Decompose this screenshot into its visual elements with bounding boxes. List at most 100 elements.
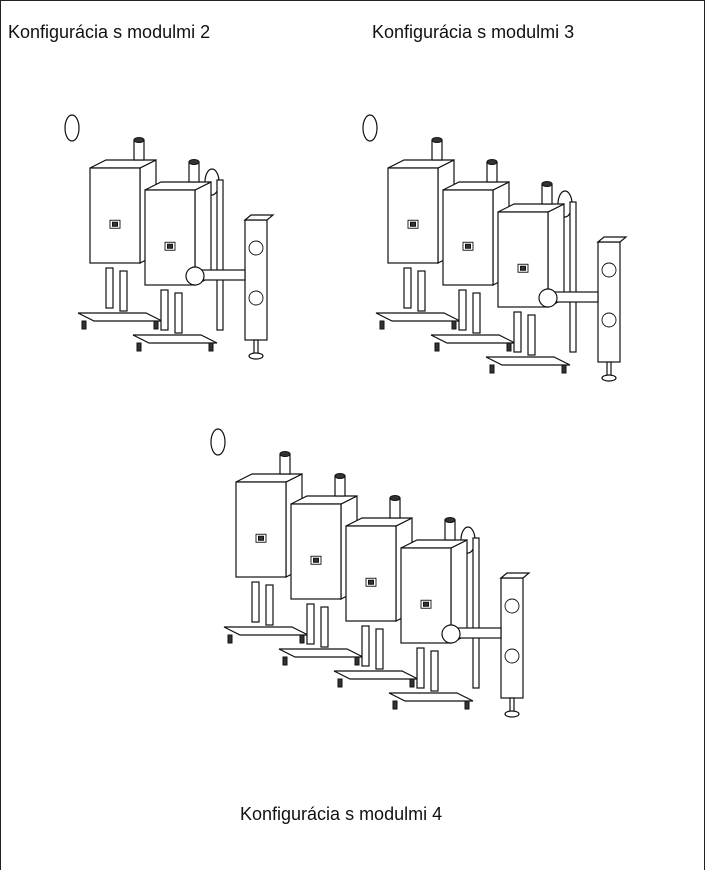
boiler-display-inner — [112, 221, 118, 227]
frame-foot — [153, 320, 159, 330]
connection-pipe — [306, 603, 315, 645]
boiler-display — [310, 555, 322, 565]
frame-foot — [489, 364, 495, 374]
connection-pipe — [265, 584, 274, 626]
connection-pipe — [417, 270, 426, 312]
frame-foot — [299, 634, 305, 644]
boiler-display — [407, 219, 419, 229]
support-post — [472, 537, 480, 689]
flue-pipe-end-left — [64, 114, 80, 142]
cascade-3-svg — [362, 114, 628, 382]
separator-port — [601, 312, 617, 328]
separator-port — [248, 240, 264, 256]
hydraulic-separator — [500, 577, 524, 699]
frame-foot — [337, 678, 343, 688]
flue-collar-top — [444, 517, 456, 523]
base-frame — [375, 312, 461, 322]
frame-foot — [136, 342, 142, 352]
connection-pipe — [251, 581, 260, 623]
flue-pipe-end-left — [210, 428, 226, 456]
cascade-4-svg — [210, 428, 531, 718]
connection-pipe — [320, 606, 329, 648]
separator-foot — [248, 352, 264, 360]
connection-pipe — [403, 267, 412, 309]
boiler-display — [462, 241, 474, 251]
connection-pipe — [416, 647, 425, 689]
boiler-display-inner — [423, 601, 429, 607]
boiler-cascade-4-modules-drawing — [208, 422, 578, 807]
base-frame — [388, 692, 474, 702]
base-frame — [485, 356, 571, 366]
boiler-display — [420, 599, 432, 609]
frame-foot — [464, 700, 470, 710]
separator-foot — [504, 710, 520, 718]
pump — [441, 624, 461, 644]
connection-pipe — [513, 311, 522, 353]
connection-pipe — [527, 314, 536, 356]
base-frame — [278, 648, 364, 658]
separator-top — [499, 572, 531, 579]
caption-four-modules: Konfigurácia s modulmi 4 — [240, 804, 443, 824]
frame-foot — [354, 656, 360, 666]
flue-collar-top — [389, 495, 401, 501]
base-frame — [132, 334, 218, 344]
base-frame — [223, 626, 309, 636]
separator-leg — [606, 361, 612, 377]
flue-collar-top — [188, 159, 200, 165]
boiler-front — [345, 525, 397, 622]
boiler-display-inner — [258, 535, 264, 541]
frame-foot — [451, 320, 457, 330]
flue-collar-top — [133, 137, 145, 143]
boiler-front — [235, 481, 287, 578]
boiler-display — [365, 577, 377, 587]
connection-pipe — [458, 289, 467, 331]
connection-pipe — [472, 292, 481, 334]
separator-top — [596, 236, 628, 243]
connection-pipe — [119, 270, 128, 312]
separator-port — [504, 598, 520, 614]
boiler-display-inner — [410, 221, 416, 227]
boiler-front — [400, 547, 452, 644]
separator-top — [243, 214, 275, 221]
boiler-display — [109, 219, 121, 229]
boiler-display — [164, 241, 176, 251]
support-post — [569, 201, 577, 353]
frame-foot — [208, 342, 214, 352]
boiler-front — [442, 189, 494, 286]
separator-port — [601, 262, 617, 278]
base-frame — [333, 670, 419, 680]
frame-foot — [561, 364, 567, 374]
frame-foot — [409, 678, 415, 688]
flue-collar-top — [334, 473, 346, 479]
boiler-display — [255, 533, 267, 543]
hydraulic-separator — [244, 219, 268, 341]
frame-foot — [81, 320, 87, 330]
boiler-display-inner — [368, 579, 374, 585]
frame-foot — [282, 656, 288, 666]
cascade-2-svg — [64, 114, 275, 360]
flue-pipe-end-left — [362, 114, 378, 142]
separator-port — [504, 648, 520, 664]
separator-leg — [509, 697, 515, 713]
boiler-cascade-2-modules-drawing — [62, 108, 362, 423]
separator-port — [248, 290, 264, 306]
separator-foot — [601, 374, 617, 382]
caption-two-modules: Konfigurácia s modulmi 2 — [8, 22, 211, 42]
pump — [538, 288, 558, 308]
flue-collar-top — [486, 159, 498, 165]
support-post — [216, 179, 224, 331]
caption-three-modules: Konfigurácia s modulmi 3 — [372, 22, 575, 42]
frame-foot — [392, 700, 398, 710]
boiler-display-inner — [465, 243, 471, 249]
connection-pipe — [105, 267, 114, 309]
connection-pipe — [361, 625, 370, 667]
frame-foot — [379, 320, 385, 330]
boiler-display-inner — [167, 243, 173, 249]
pump — [185, 266, 205, 286]
separator-leg — [253, 339, 259, 355]
connection-pipe — [160, 289, 169, 331]
boiler-front — [497, 211, 549, 308]
flue-collar-top — [279, 451, 291, 457]
base-frame — [77, 312, 163, 322]
hydraulic-separator — [597, 241, 621, 363]
